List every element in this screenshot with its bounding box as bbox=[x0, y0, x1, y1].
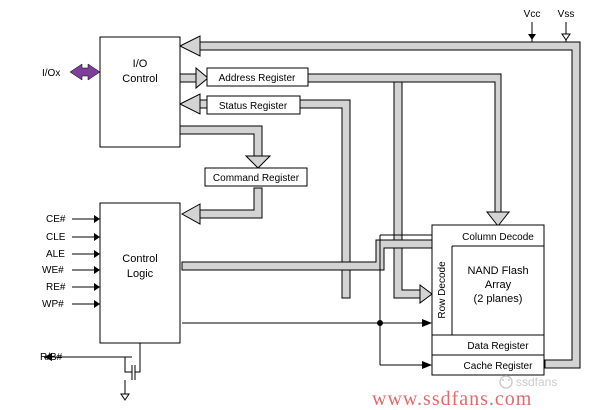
status-register-box bbox=[206, 95, 301, 115]
vcc-label: Vcc bbox=[524, 9, 541, 20]
cache-register-label: Cache Register bbox=[464, 361, 534, 372]
address-arrow-column bbox=[485, 211, 511, 227]
array-label-1: NAND Flash bbox=[467, 265, 528, 277]
input-label-wp: WP# bbox=[42, 299, 64, 310]
input-label-re: RE# bbox=[46, 282, 66, 293]
address-bus-row bbox=[393, 81, 421, 299]
io-command-bus bbox=[179, 125, 263, 159]
array-label-3: (2 planes) bbox=[474, 293, 523, 305]
vss-label: Vss bbox=[558, 9, 575, 20]
power-bus-arrowhead bbox=[178, 35, 201, 57]
address-register-label: Address Register bbox=[219, 73, 296, 84]
input-label-ale: ALE bbox=[46, 249, 65, 260]
control-array-bus bbox=[181, 239, 453, 271]
rb-signal-label: R/B# bbox=[40, 352, 63, 363]
status-arrowhead bbox=[178, 93, 201, 115]
io-signal-label: I/Ox bbox=[42, 68, 60, 79]
watermark-logo-icon bbox=[499, 375, 513, 389]
watermark-logo-text: ssdfans bbox=[516, 375, 557, 389]
junction-dot bbox=[377, 320, 383, 326]
io-control-label-2: Control bbox=[122, 73, 157, 85]
command-control-bus bbox=[199, 187, 263, 219]
rb-ground-icon bbox=[120, 393, 130, 401]
rb-transistor bbox=[124, 357, 141, 394]
address-arrow-row bbox=[419, 284, 433, 304]
nand-array-outer bbox=[431, 224, 545, 376]
array-label-2: Array bbox=[485, 279, 512, 291]
io-bus-double-arrow bbox=[69, 63, 101, 81]
address-bus bbox=[307, 73, 502, 213]
control-logic-label-2: Logic bbox=[127, 268, 154, 280]
control-logic-label-1: Control bbox=[122, 253, 157, 265]
vss-arrow bbox=[561, 33, 571, 41]
command-register-box bbox=[204, 167, 308, 187]
rb-arrowhead bbox=[44, 353, 52, 361]
status-register-label: Status Register bbox=[219, 101, 288, 112]
array-cache-arrow bbox=[422, 361, 432, 369]
io-address-bus bbox=[179, 73, 199, 83]
input-label-ce: CE# bbox=[46, 214, 66, 225]
address-register-box bbox=[206, 67, 309, 87]
input-label-cle: CLE bbox=[46, 232, 66, 243]
array-data-arrow bbox=[422, 319, 432, 327]
data-register-label: Data Register bbox=[467, 341, 529, 352]
control-logic-box bbox=[99, 202, 181, 344]
io-control-box bbox=[99, 36, 181, 148]
watermark-url: www.ssdfans.com bbox=[372, 388, 532, 410]
row-decode-label: Row Decode bbox=[437, 261, 448, 319]
command-control-arrowhead bbox=[180, 203, 201, 225]
input-label-we: WE# bbox=[42, 265, 64, 276]
column-decode-label: Column Decode bbox=[462, 232, 534, 243]
io-command-arrowhead bbox=[244, 155, 272, 169]
vcc-arrow bbox=[528, 34, 536, 40]
power-bus bbox=[199, 41, 581, 369]
command-register-label: Command Register bbox=[213, 173, 300, 184]
io-control-label-1: I/O bbox=[133, 58, 148, 70]
io-address-arrowhead bbox=[195, 66, 209, 90]
